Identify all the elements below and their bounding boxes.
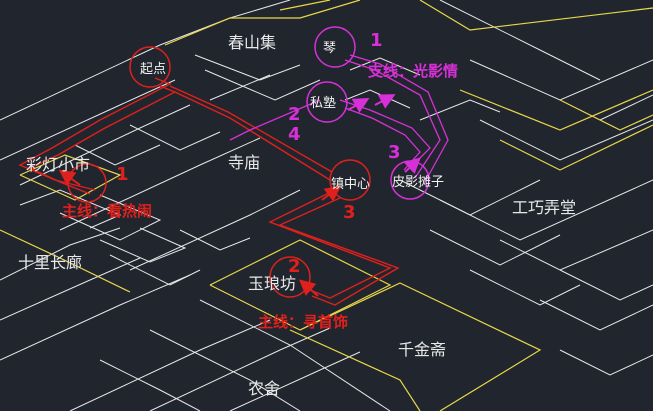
place-qianjinzhai: 千金斋	[398, 340, 446, 359]
route-step-numbers: 1 2 3 1 2 3 4	[116, 30, 401, 277]
place-chunshanji: 春山集	[228, 33, 276, 52]
branch-arrow-1	[347, 98, 370, 113]
center-label: 镇中心	[331, 177, 370, 192]
qin-marker-circle	[314, 26, 356, 68]
branch-arrow-2	[374, 94, 396, 109]
start-label: 起点	[140, 62, 166, 77]
branch-quest-label: 支线：光影情	[367, 62, 458, 80]
quest-labels: 主线：看热闹 主线：寻首饰 支线：光影情	[62, 62, 458, 331]
marker-labels: 起点 琴 私塾 镇中心 皮影摊子	[140, 41, 444, 192]
place-simiao: 寺庙	[228, 153, 260, 172]
qin-label: 琴	[323, 41, 336, 56]
center-marker-circle	[329, 159, 371, 201]
main-quest-2-label: 主线：寻首饰	[258, 313, 348, 331]
branch-step-1: 1	[370, 30, 383, 51]
main-arrow-2	[298, 279, 319, 297]
main-step-2: 2	[288, 256, 301, 277]
yulang-marker-circle	[269, 256, 311, 298]
piying-label: 皮影摊子	[392, 175, 444, 190]
main-step-3: 3	[343, 202, 356, 223]
branch-step-3: 3	[388, 142, 401, 163]
place-shilichanglang: 十里长廊	[18, 253, 82, 272]
branch-step-2: 2	[288, 104, 301, 125]
piying-marker-circle	[390, 160, 430, 200]
branch-step-4: 4	[288, 124, 301, 145]
place-nongshe: 农舍	[248, 379, 280, 398]
place-gongqiaonongtang: 工巧弄堂	[512, 198, 576, 217]
main-step-1: 1	[116, 164, 129, 185]
sishu-marker-circle	[306, 81, 348, 123]
main-route	[18, 77, 400, 306]
main-quest-1-label: 主线：看热闹	[62, 202, 152, 220]
place-caideng: 彩灯小市	[26, 155, 90, 174]
main-arrow-1	[58, 169, 81, 186]
place-yulangfang: 玉琅坊	[248, 274, 296, 293]
sishu-label: 私塾	[310, 95, 336, 111]
place-labels: 春山集 彩灯小市 寺庙 十里长廊 玉琅坊 千金斋 农舍 工巧弄堂	[18, 33, 576, 398]
main-arrow-3	[321, 185, 342, 202]
start-marker-circle	[129, 46, 171, 88]
caideng-marker-circle	[67, 163, 107, 203]
